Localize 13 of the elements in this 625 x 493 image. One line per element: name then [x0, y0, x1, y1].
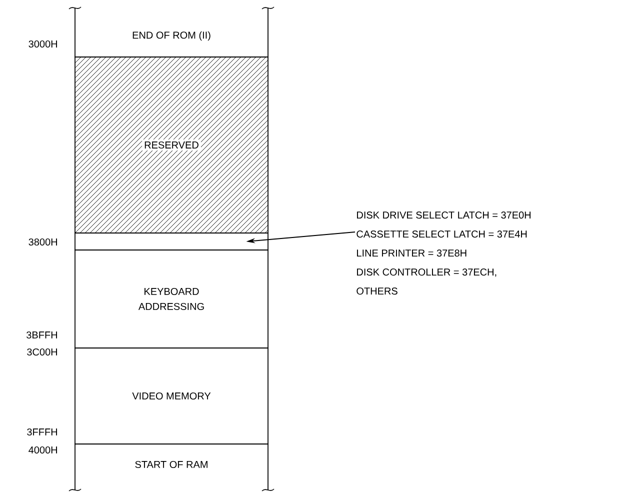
memory-block: START OF RAM	[68, 444, 274, 492]
memory-block: VIDEO MEMORY	[74, 348, 268, 444]
address-label: 3800H	[28, 238, 57, 246]
annotation-text: DISK DRIVE SELECT LATCH = 37E0H CASSETTE SELECT LATCH = 37E4H LINE PRINTER = 37E8H DISK CONTROLLER = 37ECH, OTHERS	[356, 212, 531, 295]
address-label: 3C00H	[27, 348, 57, 356]
memory-block	[74, 232, 268, 250]
hatched-memory-block: RESERVED	[74, 56, 268, 234]
address-label: 4000H	[28, 446, 57, 454]
memory-block: KEYBOARD ADDRESSING	[74, 250, 268, 348]
address-label: 3FFFH	[27, 428, 57, 436]
address-label: 3BFFH	[26, 331, 57, 339]
address-label: 3000H	[28, 40, 57, 48]
memory-block: END OF ROM (II)	[68, 6, 274, 58]
